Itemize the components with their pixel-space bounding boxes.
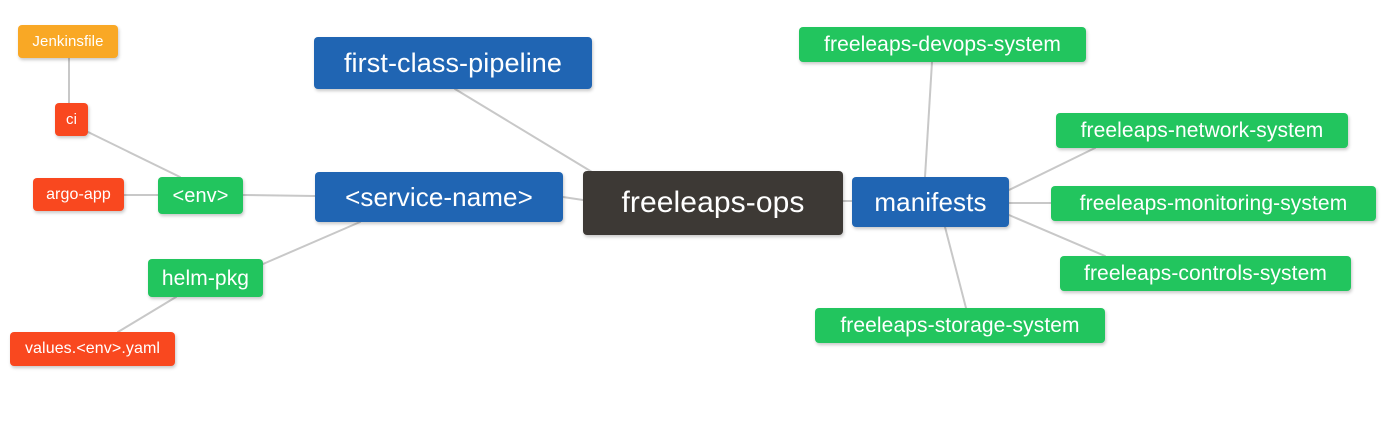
mindmap-node-label: first-class-pipeline	[343, 47, 563, 78]
mindmap-node-first-class-pipeline[interactable]: first-class-pipeline	[314, 37, 592, 89]
mindmap-node-freeleaps-ops[interactable]: freeleaps-ops	[583, 171, 843, 235]
mindmap-node-label: helm-pkg	[161, 266, 250, 290]
mindmap-node-label: freeleaps-devops-system	[824, 33, 1061, 56]
mindmap-edge	[262, 221, 361, 265]
mindmap-node-label: freeleaps-storage-system	[840, 314, 1080, 337]
mindmap-node-freeleaps-network-system[interactable]: freeleaps-network-system	[1056, 113, 1348, 148]
mindmap-node-label: freeleaps-monitoring-system	[1079, 192, 1348, 215]
mindmap-node-label: <env>	[172, 184, 229, 207]
mindmap-edge	[454, 88, 593, 173]
mindmap-node-freeleaps-storage-system[interactable]: freeleaps-storage-system	[815, 308, 1105, 343]
mindmap-node-values-env-yaml[interactable]: values.<env>.yaml	[10, 332, 175, 366]
mindmap-edge	[944, 226, 967, 309]
mindmap-node-helm-pkg[interactable]: helm-pkg	[148, 259, 263, 297]
mindmap-node-jenkinsfile[interactable]: Jenkinsfile	[18, 25, 118, 58]
mindmap-edge	[1008, 214, 1106, 257]
mindmap-node-label: freeleaps-controls-system	[1084, 262, 1327, 285]
mindmap-edge	[1008, 147, 1096, 191]
mindmap-node-env[interactable]: <env>	[158, 177, 243, 214]
mindmap-node-label: <service-name>	[345, 182, 533, 212]
mindmap-node-label: manifests	[874, 187, 987, 217]
mindmap-edge	[924, 61, 933, 178]
mindmap-node-manifests[interactable]: manifests	[852, 177, 1009, 227]
mindmap-node-freeleaps-controls-system[interactable]: freeleaps-controls-system	[1060, 256, 1351, 291]
mindmap-node-argo-app[interactable]: argo-app	[33, 178, 124, 211]
mindmap-node-freeleaps-monitoring-system[interactable]: freeleaps-monitoring-system	[1051, 186, 1376, 221]
mindmap-node-label: argo-app	[46, 185, 111, 203]
mindmap-edge	[242, 194, 316, 197]
mindmap-node-freeleaps-devops-system[interactable]: freeleaps-devops-system	[799, 27, 1086, 62]
mindmap-edge	[117, 296, 177, 333]
mindmap-node-ci[interactable]: ci	[55, 103, 88, 136]
mindmap-node-label: Jenkinsfile	[32, 33, 104, 50]
mindmap-node-service-name[interactable]: <service-name>	[315, 172, 563, 222]
mindmap-edge	[87, 131, 181, 178]
mindmap-edge	[562, 196, 584, 201]
mindmap-node-label: ci	[65, 111, 78, 128]
mindmap-node-label: values.<env>.yaml	[24, 340, 161, 357]
mindmap-node-label: freeleaps-network-system	[1080, 119, 1324, 142]
mindmap-node-label: freeleaps-ops	[621, 186, 805, 219]
